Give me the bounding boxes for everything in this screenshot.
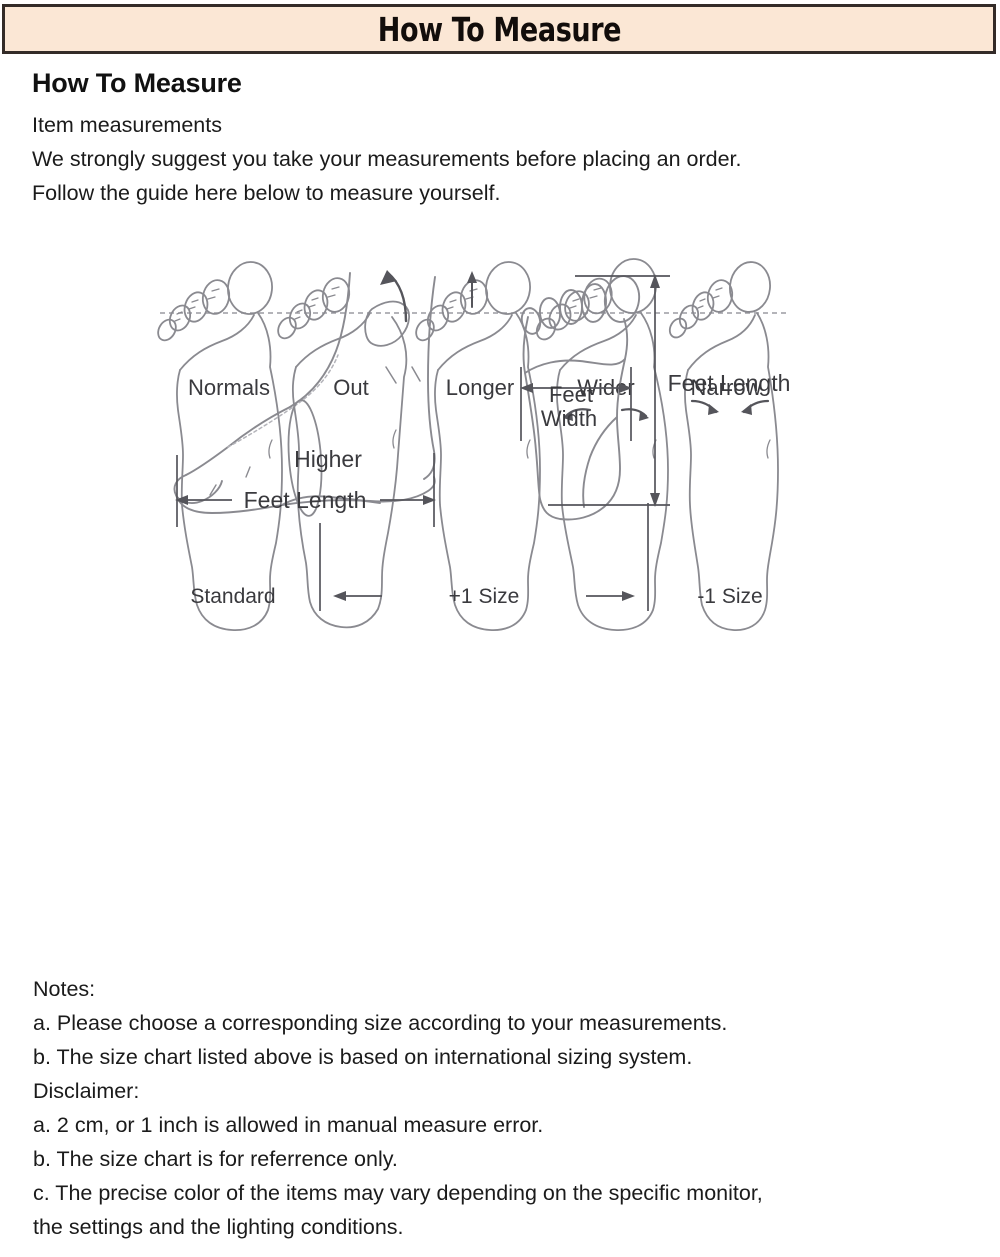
wider-spread-arrows bbox=[563, 408, 649, 421]
size-measure-brackets bbox=[319, 503, 649, 611]
instep-girth-tape bbox=[287, 399, 323, 517]
toe-little bbox=[520, 307, 542, 335]
disclaimer-item-b: b. The size chart is for referrence only… bbox=[33, 1147, 398, 1171]
foot-narrow bbox=[668, 261, 779, 631]
toe-third bbox=[559, 289, 583, 325]
disclaimer-item-c-cont: the settings and the lighting conditions… bbox=[33, 1215, 404, 1239]
foot-label-longer: Longer bbox=[446, 375, 515, 400]
intro-subheading: Item measurements bbox=[32, 113, 222, 137]
banner-title: How To Measure bbox=[377, 9, 621, 49]
side-view-label-length: Feet Length bbox=[244, 487, 367, 513]
top-view-label-width-line1: Feet bbox=[549, 382, 593, 407]
foot-side-view bbox=[173, 272, 436, 517]
size-label-plus-one: +1 Size bbox=[449, 585, 520, 608]
disclaimer-item-a: a. 2 cm, or 1 inch is allowed in manual … bbox=[33, 1113, 544, 1137]
disclaimer-title: Disclaimer: bbox=[33, 1079, 140, 1103]
size-label-minus-one: -1 Size bbox=[697, 585, 762, 608]
foot-label-narrow: Narrow bbox=[691, 375, 762, 400]
notes-block: Notes: a. Please choose a corresponding … bbox=[33, 972, 983, 1244]
side-view-length-dimension bbox=[175, 453, 436, 527]
top-view-label-length: Feet Length bbox=[668, 370, 791, 396]
page-title: How To Measure bbox=[32, 68, 242, 98]
foot-label-out: Out bbox=[333, 375, 368, 400]
narrow-squeeze-arrows bbox=[690, 399, 770, 415]
notes-item-a: a. Please choose a corresponding size ac… bbox=[33, 1011, 728, 1035]
intro-line-1: We strongly suggest you take your measur… bbox=[32, 147, 742, 171]
size-label-standard: Standard bbox=[190, 585, 275, 608]
top-view-width-dimension bbox=[520, 367, 632, 441]
intro-text: Item measurements We strongly suggest yo… bbox=[32, 108, 972, 210]
foot-out bbox=[277, 277, 410, 629]
foot-wider bbox=[535, 258, 669, 631]
out-rotation-arrow bbox=[380, 270, 408, 323]
top-view-label-width-line2: Width bbox=[541, 406, 597, 431]
disclaimer-item-c: c. The precise color of the items may va… bbox=[33, 1181, 763, 1205]
notes-item-b: b. The size chart listed above is based … bbox=[33, 1045, 693, 1069]
measurement-diagram: Normals Standard Out Longer bbox=[0, 255, 1000, 935]
foot-longer bbox=[415, 261, 541, 631]
side-view-label-higher: Higher bbox=[294, 446, 362, 472]
page-banner: How To Measure bbox=[2, 4, 996, 54]
toe-fourth bbox=[538, 297, 562, 329]
foot-label-normals: Normals bbox=[188, 375, 270, 400]
foot-normals bbox=[157, 261, 283, 631]
intro-line-2: Follow the guide here below to measure y… bbox=[32, 181, 501, 205]
notes-title: Notes: bbox=[33, 977, 96, 1001]
top-view-length-dimension bbox=[548, 274, 670, 507]
